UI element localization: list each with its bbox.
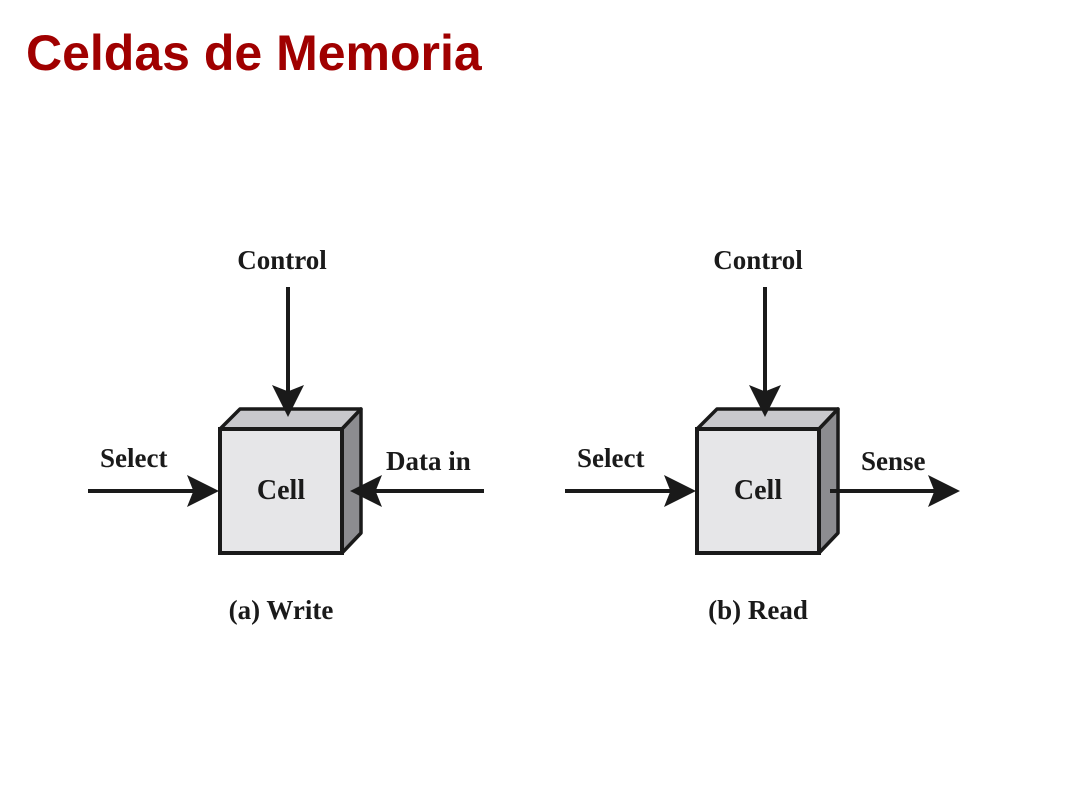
write-select-label: Select [100, 443, 167, 473]
read-diagram: Cell Control Select Sense (b) Read [565, 245, 960, 625]
write-data-in-label: Data in [386, 446, 471, 476]
slide-title: Celdas de Memoria [26, 25, 482, 81]
read-sense-label: Sense [861, 446, 926, 476]
read-caption: (b) Read [708, 595, 808, 625]
read-select-label: Select [577, 443, 644, 473]
write-cell-box [218, 407, 363, 555]
write-cell-label: Cell [257, 475, 305, 506]
write-diagram: Cell Control Select Data in (a) Write [88, 245, 484, 625]
write-caption: (a) Write [229, 595, 334, 625]
read-control-label: Control [713, 245, 803, 275]
read-cell-label: Cell [734, 475, 782, 506]
write-control-label: Control [237, 245, 327, 275]
read-cell-box [695, 407, 840, 555]
